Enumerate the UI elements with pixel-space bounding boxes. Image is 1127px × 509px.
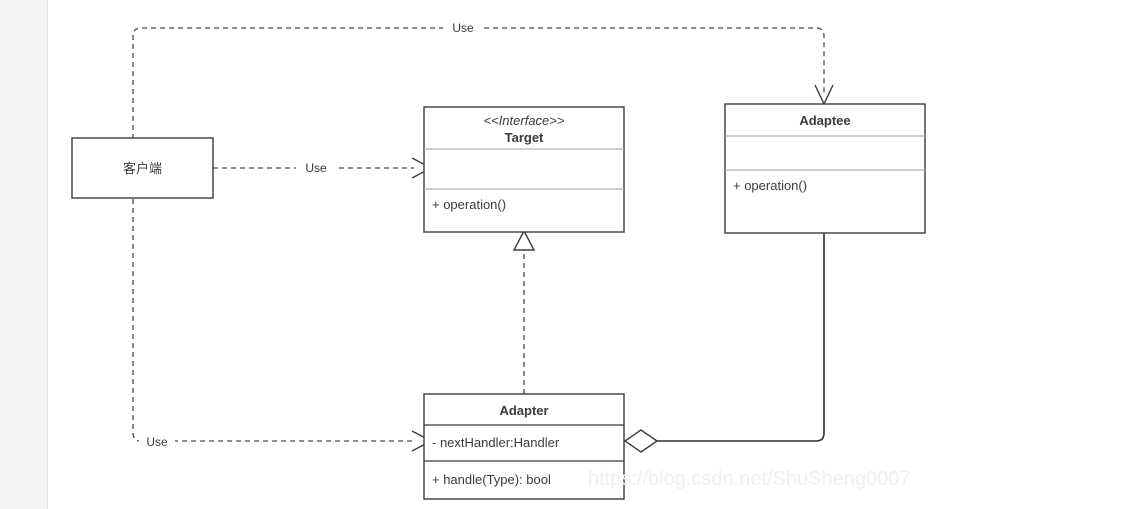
class-box-adapter-attribute-0: - nextHandler:Handler — [432, 435, 560, 450]
class-box-adapter-name: Adapter — [499, 403, 548, 418]
class-box-client-name: 客户端 — [123, 161, 162, 176]
class-box-client-frame — [71, 137, 214, 199]
class-box-target-operation-0: + operation() — [432, 197, 506, 212]
class-box-adaptee-frame — [724, 103, 926, 234]
edge-client-to-adapter: Use — [132, 190, 433, 452]
edge-label-backdrop-middle — [296, 159, 336, 176]
edge-label-backdrop-bottom — [139, 432, 175, 449]
class-box-adaptee[interactable]: Adaptee + operation() — [724, 103, 926, 234]
edge-label-backdrop-top — [443, 18, 483, 35]
hollow-triangle-arrowhead — [512, 229, 536, 251]
class-box-client[interactable]: 客户端 — [71, 137, 214, 199]
class-box-target[interactable]: <<Interface>> Target + operation() — [423, 106, 625, 233]
class-box-target-frame — [423, 106, 625, 233]
edge-label-use-top: Use — [452, 21, 474, 35]
edge-adapter-realizes-target — [512, 229, 536, 394]
class-box-target-stereotype: <<Interface>> — [484, 113, 565, 128]
left-gutter-panel — [0, 0, 48, 509]
edge-client-to-adapter-line — [132, 190, 414, 442]
edge-client-to-adaptee: Use — [132, 18, 834, 148]
hollow-diamond-aggregation — [623, 429, 659, 453]
class-box-adapter-operation-0: + handle(Type): bool — [432, 472, 551, 487]
class-box-adapter-frame — [423, 393, 625, 500]
edge-client-to-target: Use — [213, 157, 433, 179]
edge-label-use-middle: Use — [305, 161, 327, 175]
class-box-adapter[interactable]: Adapter - nextHandler:Handler + handle(T… — [423, 393, 625, 500]
class-box-adaptee-operation-0: + operation() — [733, 178, 807, 193]
class-box-adaptee-name: Adaptee — [799, 113, 850, 128]
class-box-target-name: Target — [505, 130, 544, 145]
edge-label-use-bottom: Use — [146, 435, 168, 449]
edge-adapter-aggregates-adaptee — [623, 233, 825, 453]
edge-aggregation-line — [657, 233, 825, 442]
